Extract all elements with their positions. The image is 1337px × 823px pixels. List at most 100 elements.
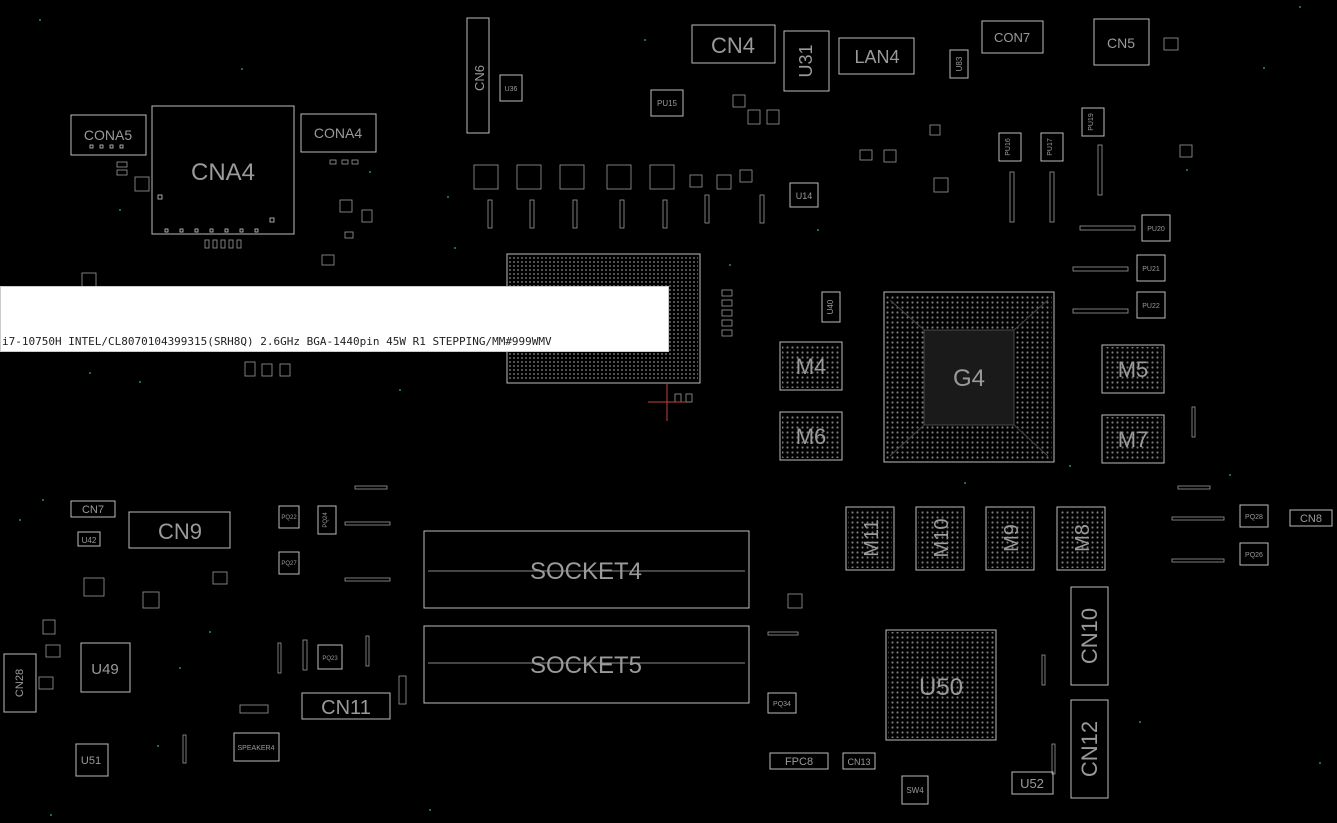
cursor-crosshair	[648, 383, 686, 421]
inductors-bottom-right	[767, 406, 1225, 775]
inductor-strips-right	[1009, 37, 1193, 314]
m8-ram[interactable]: M8	[1056, 506, 1106, 571]
sw4-label: SW4	[906, 786, 924, 795]
pq27-label: PQ27	[281, 561, 297, 567]
fpc8-connector[interactable]: FPC8	[769, 752, 829, 770]
m9-label: M9	[1001, 524, 1023, 552]
pu20-chip[interactable]: PU20	[1141, 214, 1171, 242]
u50-pch-bga[interactable]: U50	[885, 629, 997, 741]
pq22-chip[interactable]: PQ22	[278, 505, 300, 529]
pq26-chip[interactable]: PQ26	[1239, 542, 1269, 566]
cn4-connector[interactable]: CN4	[691, 24, 776, 64]
socket5-sodimm[interactable]: SOCKET5	[423, 625, 750, 704]
pu16-label: PU16	[1005, 138, 1012, 156]
pq27-chip[interactable]: PQ27	[278, 551, 300, 575]
socket4-sodimm[interactable]: SOCKET4	[423, 530, 750, 609]
u36-chip[interactable]: U36	[499, 74, 523, 102]
m10-ram[interactable]: M10	[915, 506, 965, 571]
u51-chip[interactable]: U51	[75, 743, 109, 777]
pu22-chip[interactable]: PU22	[1136, 291, 1166, 319]
speaker4-connector[interactable]: SPEAKER4	[233, 732, 280, 762]
cn10-connector[interactable]: CN10	[1070, 586, 1109, 686]
pq26-label: PQ26	[1245, 552, 1263, 559]
u31-chip[interactable]: U31	[783, 30, 830, 92]
cona5-connector[interactable]: CONA5	[70, 114, 147, 156]
u42-chip[interactable]: U42	[77, 531, 101, 547]
pu17-chip[interactable]: PU17	[1040, 132, 1064, 162]
cn8-connector[interactable]: CN8	[1289, 509, 1333, 527]
m8-label: M8	[1072, 524, 1094, 552]
u31-label: U31	[796, 44, 816, 77]
u42-label: U42	[82, 536, 97, 545]
pq24-label: PQ24	[323, 512, 329, 528]
pu21-chip[interactable]: PU21	[1136, 254, 1166, 282]
cn5-connector[interactable]: CN5	[1093, 18, 1150, 66]
u14-chip[interactable]: U14	[789, 182, 819, 208]
cn7-bottom-connector[interactable]: CN7	[70, 500, 116, 518]
pu16-chip[interactable]: PU16	[998, 132, 1022, 162]
fpc8-label: FPC8	[785, 756, 813, 768]
pu19-label: PU19	[1088, 113, 1095, 131]
socket4-label: SOCKET4	[530, 558, 642, 585]
pq24-chip[interactable]: PQ24	[317, 505, 337, 535]
cpu-side-caps	[674, 289, 733, 403]
pq34-chip[interactable]: PQ34	[767, 692, 797, 714]
pq22-label: PQ22	[281, 515, 297, 521]
component-info-tooltip: i7-10750H INTEL/CL8070104399315(SRH8Q) 2…	[0, 286, 669, 352]
cn7-bottom-label: CN7	[82, 504, 104, 516]
u83-label: U83	[955, 56, 964, 71]
m7-label: M7	[1118, 427, 1149, 452]
m6-vram[interactable]: M6	[779, 411, 843, 461]
u52-chip[interactable]: U52	[1011, 771, 1054, 795]
cn12-connector[interactable]: CN12	[1070, 699, 1109, 799]
cn28-label: CN28	[14, 669, 26, 697]
cn9-label: CN9	[158, 519, 202, 544]
cna4-connector[interactable]: CNA4	[151, 105, 295, 249]
cn28-connector[interactable]: CN28	[3, 653, 37, 713]
cn13-connector[interactable]: CN13	[842, 752, 876, 770]
cn11-label: CN11	[321, 697, 371, 719]
via-dots	[19, 6, 1321, 816]
g4-gpu-bga[interactable]: G4	[883, 291, 1055, 463]
cn4-label: CN4	[711, 33, 755, 58]
g4-label: G4	[953, 365, 985, 392]
u83-chip[interactable]: U83	[949, 49, 969, 79]
u52-label: U52	[1020, 776, 1044, 791]
pq23-label: PQ23	[322, 656, 338, 662]
pu15-label: PU15	[657, 99, 678, 108]
u49-label: U49	[91, 661, 119, 678]
u49-chip[interactable]: U49	[80, 642, 131, 693]
m11-ram[interactable]: M11	[845, 506, 895, 571]
pu21-label: PU21	[1142, 266, 1160, 273]
cn9-connector[interactable]: CN9	[128, 511, 231, 549]
speaker4-label: SPEAKER4	[238, 745, 275, 752]
pq34-label: PQ34	[773, 701, 791, 708]
lan4-label: LAN4	[854, 47, 899, 67]
cna4-label: CNA4	[191, 159, 255, 186]
pq23-chip[interactable]: PQ23	[317, 644, 343, 670]
sw4-switch[interactable]: SW4	[901, 775, 929, 805]
m5-label: M5	[1118, 357, 1149, 382]
cona4-connector[interactable]: CONA4	[300, 113, 377, 223]
con7-top-label: CON7	[994, 30, 1030, 45]
m7-vram[interactable]: M7	[1101, 414, 1165, 464]
cn6-connector[interactable]: CN6	[466, 17, 490, 134]
cn6-label: CN6	[472, 65, 487, 91]
m4-label: M4	[796, 354, 827, 379]
con7-top-connector[interactable]: CON7	[981, 20, 1044, 54]
u40-chip[interactable]: U40	[821, 291, 841, 323]
cona5-label: CONA5	[84, 127, 132, 143]
m9-ram[interactable]: M9	[985, 506, 1035, 571]
pu15-chip[interactable]: PU15	[650, 89, 684, 117]
pq28-chip[interactable]: PQ28	[1239, 504, 1269, 528]
m10-label: M10	[931, 519, 953, 558]
passives-bottom-left	[38, 485, 407, 764]
m4-vram[interactable]: M4	[779, 341, 843, 391]
cn11-connector[interactable]: CN11	[301, 692, 391, 720]
pu19-chip[interactable]: PU19	[1081, 107, 1105, 137]
lan4-transformer[interactable]: LAN4	[838, 37, 915, 75]
cn12-label: CN12	[1077, 721, 1102, 777]
u36-label: U36	[505, 86, 518, 93]
m5-vram[interactable]: M5	[1101, 344, 1165, 394]
